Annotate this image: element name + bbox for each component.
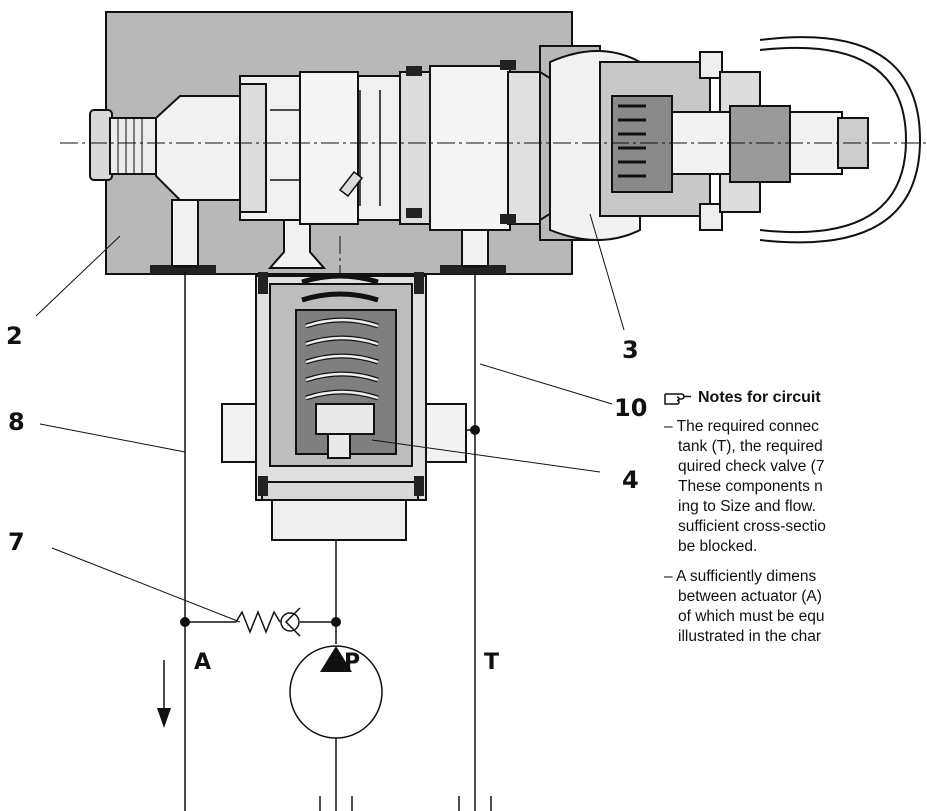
port-label-p: P (344, 650, 361, 675)
notes-title: Notes for circuit (698, 389, 821, 406)
note-1-line-3: quired check valve (7 (678, 458, 825, 475)
callout-10: 10 (614, 394, 648, 422)
note-1-line-7: be blocked. (678, 538, 758, 555)
junction-dot-p (331, 617, 341, 627)
check-valve-symbol (235, 607, 301, 637)
callout-8: 8 (8, 408, 25, 436)
pointing-hand-icon (664, 393, 691, 405)
callout-3: 3 (622, 336, 639, 364)
flow-direction-arrow (157, 660, 171, 728)
pilot-valve-head (539, 36, 922, 244)
hydraulic-lines (184, 272, 492, 811)
callout-leader-lines (35, 213, 625, 623)
note-item-1: – The required connec tank (T), the requ… (664, 417, 927, 557)
callout-2: 2 (6, 322, 23, 350)
port-label-a: A (194, 650, 212, 675)
port-label-t: T (484, 650, 500, 675)
circuit-notes: Notes for circuit – The required connec … (664, 389, 927, 647)
note-1-line-6: sufficient cross-sectio (678, 518, 826, 535)
callout-4: 4 (622, 466, 639, 494)
note-2-line-3: of which must be equ (678, 608, 825, 625)
notes-heading: Notes for circuit (664, 389, 927, 407)
note-2-line-4: illustrated in the char (678, 628, 822, 645)
junction-dot-a (180, 617, 190, 627)
note-1-line-1: – The required connec (664, 418, 819, 435)
note-1-line-5: ing to Size and flow. (678, 498, 816, 515)
callout-7: 7 (8, 528, 25, 556)
pump-symbol (289, 645, 383, 739)
note-2-line-1: – A sufficiently dimens (664, 568, 817, 585)
junction-dot-t (470, 425, 480, 435)
note-2-line-2: between actuator (A) (678, 588, 822, 605)
cartridge-spool (239, 60, 541, 231)
note-1-line-2: tank (T), the required (678, 438, 823, 455)
note-1-line-4: These components n (678, 478, 823, 495)
check-valve-cartridge (221, 272, 467, 541)
note-item-2: – A sufficiently dimens between actuator… (664, 567, 927, 647)
